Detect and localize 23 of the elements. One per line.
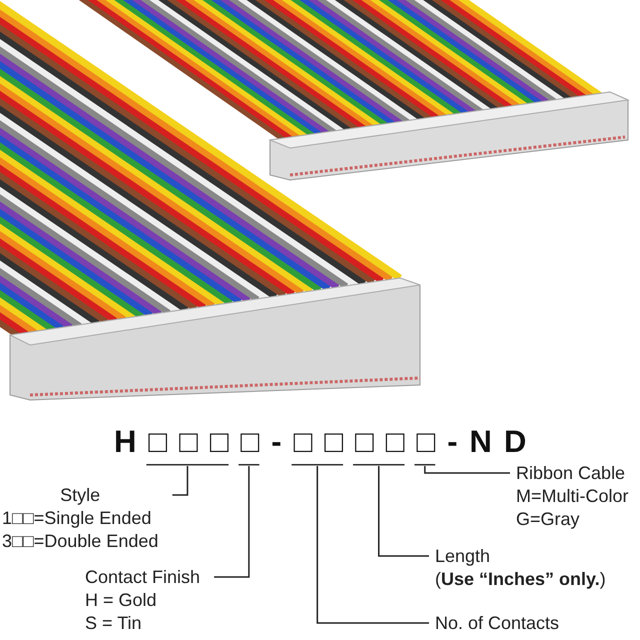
part-number-code: H□□□□-□□□□□-ND (114, 424, 538, 460)
field-heading: Style (59, 484, 102, 507)
field-heading: Length (435, 545, 492, 568)
option-text: M=Multi-Color (516, 485, 629, 508)
underline-bar (146, 464, 229, 466)
field-heading: No. of Contacts (435, 612, 560, 635)
leader-line (424, 466, 510, 474)
option-text: H = Gold (85, 589, 158, 612)
leader-line (214, 466, 250, 578)
option-text: (Use “Inches” only.) (435, 568, 606, 591)
underline-bar (292, 464, 344, 466)
field-heading: Ribbon Cable (516, 462, 626, 485)
option-text: S = Tin (85, 612, 143, 635)
leader-line (378, 466, 429, 557)
field-heading: Contact Finish (85, 566, 200, 589)
leader-line (172, 466, 188, 496)
leader-line (316, 466, 429, 624)
underline-bar (238, 464, 260, 466)
option-text: G=Gray (516, 508, 581, 531)
option-text: 3□□=Double Ended (2, 530, 158, 553)
underline-bar (414, 464, 436, 466)
option-text: 1□□=Single Ended (2, 507, 152, 530)
underline-bar (353, 464, 405, 466)
